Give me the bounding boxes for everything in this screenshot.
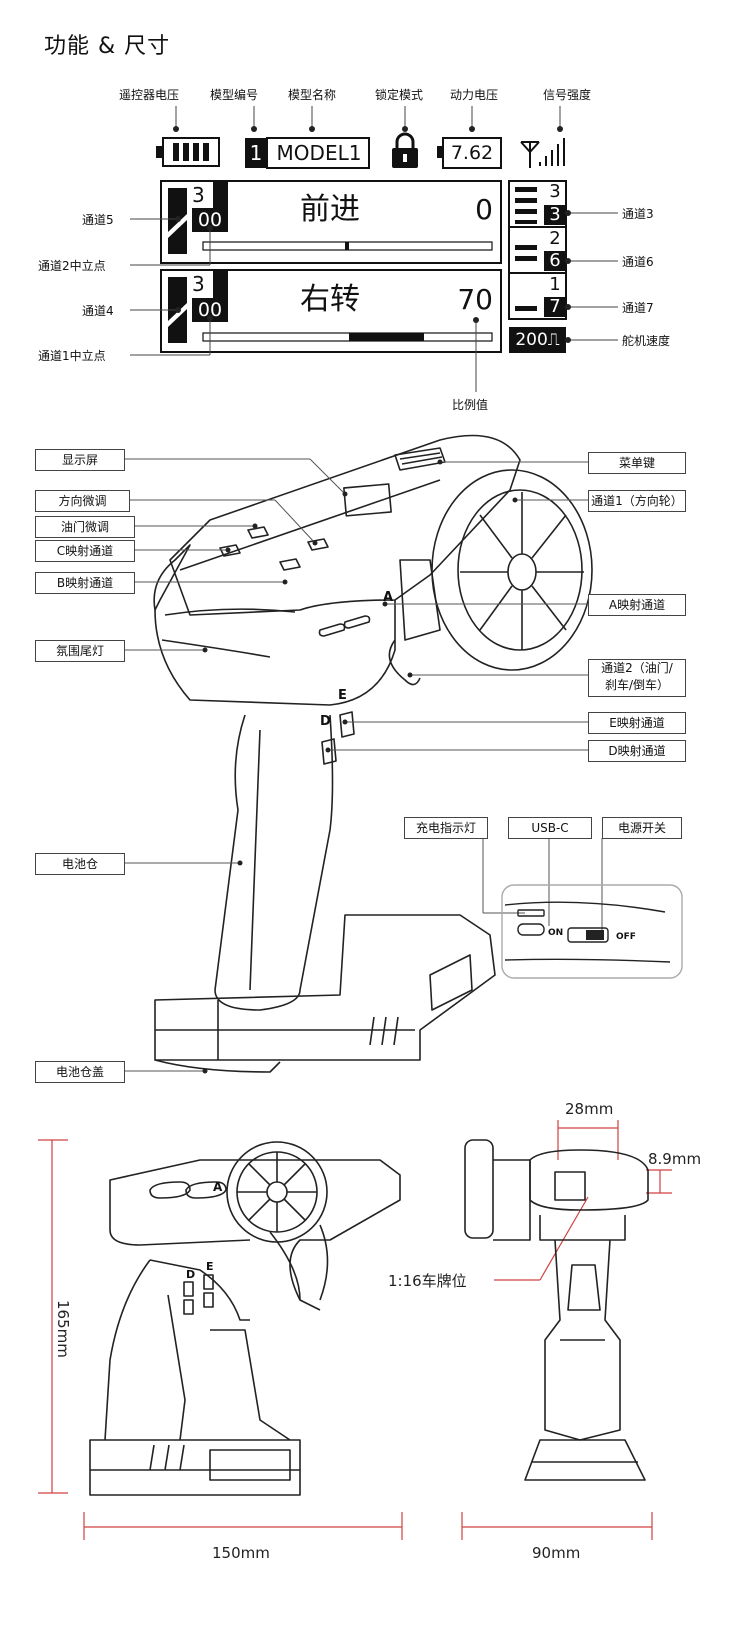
label-model-name: 模型名称 — [288, 88, 337, 102]
callout-display: 显示屏 — [35, 449, 125, 471]
callout-b-map: B映射通道 — [35, 572, 135, 594]
row1-trim: 00 — [197, 209, 223, 231]
callout-power-switch: 电源开关 — [602, 817, 682, 839]
callout-ambient-light: 氛围尾灯 — [35, 640, 125, 662]
callout-throttle-trim: 油门微调 — [35, 516, 135, 538]
callout-charge-led: 充电指示灯 — [404, 817, 488, 839]
label-servo-speed: 舵机速度 — [622, 334, 671, 348]
callout-channel2: 通道2（油门/ 刹车/倒车） — [588, 659, 686, 697]
row1-value: 0 — [475, 193, 493, 226]
callout-battery-cover: 电池仓盖 — [35, 1061, 125, 1083]
label-model-number: 模型编号 — [210, 88, 259, 102]
row2-value: 70 — [457, 283, 493, 316]
row2-direction: 右转 — [300, 282, 360, 317]
page-title: 功能 & 尺寸 — [44, 34, 171, 59]
body-mark-a: A — [383, 590, 394, 605]
label-channel7: 通道7 — [622, 301, 654, 315]
callout-menu-key: 菜单键 — [588, 452, 686, 474]
screen-model-name: MODEL1 — [276, 141, 362, 165]
callout-c-map: C映射通道 — [35, 540, 135, 562]
callout-e-map: E映射通道 — [588, 712, 686, 734]
label-power-voltage: 动力电压 — [450, 88, 499, 102]
ch6-bottom: 6 — [549, 250, 561, 271]
dim-plate: 1:16车牌位 — [388, 1272, 467, 1290]
ch7-top: 1 — [549, 274, 561, 295]
inset-on-label: ON — [548, 928, 564, 938]
dim-wheel-width: 28mm — [565, 1100, 614, 1118]
servo-speed-value: 200⎍ — [515, 330, 560, 350]
row1-direction: 前进 — [300, 192, 360, 227]
label-channel4: 通道4 — [82, 304, 114, 318]
callout-a-map: A映射通道 — [588, 594, 686, 616]
dim-height: 165mm — [54, 1300, 72, 1358]
dim-width: 90mm — [532, 1544, 581, 1562]
label-channel3: 通道3 — [622, 207, 654, 221]
inset-off-label: OFF — [616, 932, 636, 942]
body-mark-d: D — [320, 714, 331, 729]
body-mark-e: E — [338, 688, 347, 703]
screen-power-voltage: 7.62 — [450, 142, 494, 164]
callout-channel1: 通道1（方向轮） — [588, 490, 686, 512]
ch3-top: 3 — [549, 181, 561, 202]
label-signal-strength: 信号强度 — [543, 88, 592, 102]
side-mark-e: E — [206, 1260, 214, 1273]
label-ch1-center: 通道1中立点 — [38, 349, 106, 363]
callout-steer-trim: 方向微调 — [35, 490, 130, 512]
row1-channel: 3 — [192, 183, 205, 207]
side-mark-d: D — [186, 1268, 196, 1281]
row2-channel: 3 — [192, 272, 205, 296]
label-tx-voltage: 遥控器电压 — [119, 88, 180, 102]
ch7-bottom: 7 — [549, 296, 561, 317]
label-lock-mode: 锁定模式 — [375, 88, 424, 102]
label-ch2-center: 通道2中立点 — [38, 259, 106, 273]
ch6-top: 2 — [549, 228, 561, 249]
callout-d-map: D映射通道 — [588, 740, 686, 762]
callout-battery-bay: 电池仓 — [35, 853, 125, 875]
label-ratio: 比例值 — [452, 398, 489, 412]
dim-depth: 8.9mm — [648, 1150, 702, 1168]
screen-model-number: 1 — [249, 141, 263, 165]
dim-length: 150mm — [212, 1544, 270, 1562]
label-channel6: 通道6 — [622, 255, 654, 269]
label-channel5: 通道5 — [82, 213, 114, 227]
ch3-bottom: 3 — [549, 204, 561, 225]
row2-trim: 00 — [197, 299, 223, 321]
side-mark-a: A — [213, 1180, 223, 1194]
callout-channel2-line2: 刹车/倒车） — [604, 678, 670, 692]
callout-channel2-line1: 通道2（油门/ — [601, 661, 673, 675]
callout-usbc: USB-C — [508, 817, 592, 839]
